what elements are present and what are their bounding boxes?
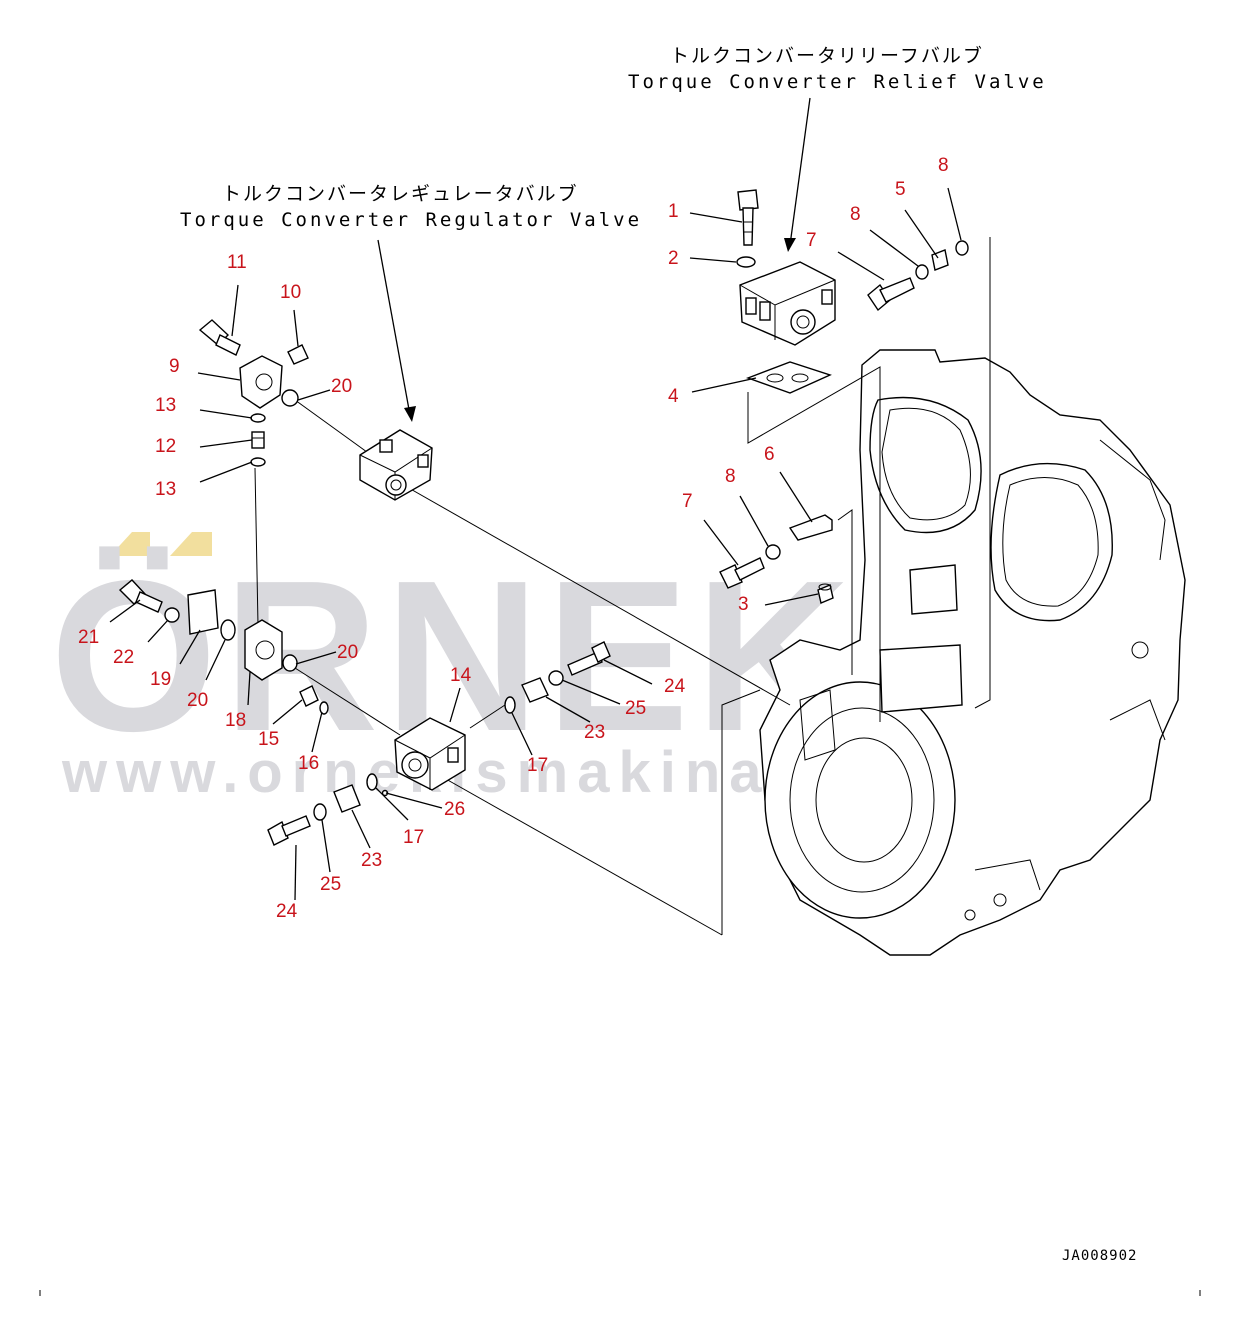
callout-16: 16 [298, 753, 319, 774]
callout-7-mid: 7 [682, 491, 693, 512]
callout-24-lower: 24 [276, 901, 298, 922]
part-13-oring-upper [250, 413, 266, 423]
callout-20-left: 20 [187, 690, 208, 711]
part-10-plug [287, 344, 309, 365]
callout-9: 9 [169, 356, 180, 377]
part-21-bolt [118, 579, 163, 613]
callout-22: 22 [113, 647, 134, 668]
callout-17-upper: 17 [527, 755, 548, 776]
relief-valve-title-jp: トルクコンバータリリーフバルブ [670, 44, 984, 67]
part-23-cover-upper [521, 677, 549, 703]
part-4-gasket [745, 361, 832, 394]
part-15-fitting [299, 685, 319, 707]
part-7-bolt-mid [719, 557, 765, 589]
regulator-valve-title: トルクコンバータレギュレータバルブ Torque Converter Regul… [180, 182, 642, 231]
callout-5: 5 [895, 179, 906, 200]
callout-13-lower: 13 [155, 479, 176, 500]
callout-8-upper: 8 [850, 204, 861, 225]
transmission-case [759, 349, 1186, 956]
part-18-block [244, 619, 283, 681]
part-7-relief-valve [739, 261, 836, 346]
part-16-oring [319, 701, 329, 715]
part-25-washer-lower [313, 803, 327, 821]
part-25-washer-upper [548, 670, 564, 686]
relief-valve-parts [719, 189, 969, 604]
part-19-cover [187, 589, 219, 635]
part-20-oring-left [220, 619, 236, 641]
callout-19: 19 [150, 669, 171, 690]
callout-13-upper: 13 [155, 395, 176, 416]
callout-18: 18 [225, 710, 246, 731]
callout-25-upper: 25 [625, 698, 646, 719]
part-14-valve [394, 717, 466, 791]
callout-labels: 1 2 3 4 5 6 7 7 8 8 8 9 10 11 12 13 13 1… [78, 155, 949, 922]
callout-3: 3 [738, 594, 749, 615]
callout-15: 15 [258, 729, 279, 750]
regulator-valve-title-jp: トルクコンバータレギュレータバルブ [222, 182, 579, 205]
part-12-sleeve [251, 431, 265, 449]
callout-25-lower: 25 [320, 874, 341, 895]
part-20-oring-right [282, 654, 298, 672]
callout-leaders [109, 187, 962, 901]
regulator-valve-title-en: Torque Converter Regulator Valve [180, 209, 642, 231]
callout-17-lower: 17 [403, 827, 424, 848]
part-6-bracket [788, 514, 833, 541]
regulator-valve-body [359, 429, 433, 501]
callout-4: 4 [668, 386, 679, 407]
callout-7-upper: 7 [806, 230, 817, 251]
callout-10: 10 [280, 282, 301, 303]
part-8-washer-mid [765, 544, 781, 560]
callout-23-upper: 23 [584, 722, 605, 743]
part-17-oring-lower [366, 773, 378, 791]
part-9-block [239, 355, 283, 409]
callout-2: 2 [668, 248, 679, 269]
callout-20-right: 20 [337, 642, 358, 663]
callout-1: 1 [668, 201, 679, 222]
watermark-accent-right [170, 532, 212, 556]
callout-6: 6 [764, 444, 775, 465]
part-1-bolt [737, 189, 759, 246]
callout-24-upper: 24 [664, 676, 686, 697]
part-22-washer [164, 607, 180, 623]
callout-23-lower: 23 [361, 850, 382, 871]
callout-26: 26 [444, 799, 465, 820]
part-24-bolt-upper [567, 641, 611, 676]
callout-8-mid: 8 [725, 466, 736, 487]
part-13-oring-lower [250, 457, 266, 467]
part-7-bolt-upper [867, 277, 915, 312]
relief-valve-title: トルクコンバータリリーフバルブ Torque Converter Relief … [628, 44, 1047, 93]
watermark-accent-left [110, 532, 150, 556]
part-24-bolt-lower [267, 815, 311, 846]
part-20-oring-upper [281, 389, 299, 407]
part-3-plug [817, 583, 834, 604]
callout-11: 11 [227, 252, 247, 273]
callout-21: 21 [78, 627, 99, 648]
drawing-code: JA008902 [1062, 1248, 1137, 1264]
part-23-cover-lower [333, 784, 361, 813]
callout-20-upper: 20 [331, 376, 352, 397]
callout-12: 12 [155, 436, 176, 457]
part-17-oring-upper [504, 696, 516, 714]
callout-8-top: 8 [938, 155, 949, 176]
part-2-washer [736, 256, 756, 268]
part-8-washer-upper [915, 264, 929, 280]
callout-14: 14 [450, 665, 472, 686]
part-11-fitting [198, 319, 241, 356]
regulator-valve-parts [118, 319, 611, 846]
relief-valve-title-en: Torque Converter Relief Valve [628, 71, 1047, 93]
part-8-washer-top [955, 240, 969, 256]
